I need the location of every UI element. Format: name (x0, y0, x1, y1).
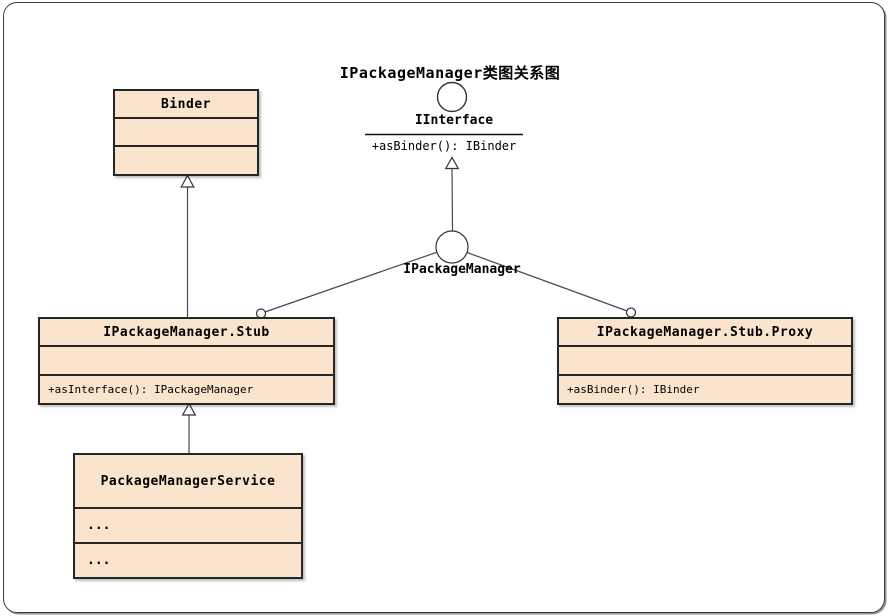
class-methods: ... (87, 553, 111, 568)
class-methods (115, 147, 257, 174)
iinterface-method: +asBinder(): IBinder (371, 139, 517, 153)
ipackagemanager-lollipop-circle-icon (435, 230, 469, 264)
class-name: IPackageManager.Stub.Proxy (559, 319, 851, 347)
class-box-ipackagemanager-stub-proxy: IPackageManager.Stub.Proxy +asBinder(): … (557, 317, 853, 405)
realization-line-ipackagemanager-to-proxy (451, 246, 631, 313)
class-name: PackageManagerService (75, 455, 301, 509)
class-attributes (559, 347, 851, 376)
diagram-title: IPackageManager类图关系图 (339, 64, 561, 82)
iinterface-lollipop-circle-icon (436, 81, 468, 113)
class-box-binder: Binder (113, 89, 259, 176)
generalization-arrowhead-icon (181, 402, 197, 416)
iinterface-name: IInterface (414, 113, 494, 128)
class-box-ipackagemanager-stub: IPackageManager.Stub +asInterface(): IPa… (38, 317, 335, 405)
class-box-packagemanagerservice: PackageManagerService ... ... (73, 453, 303, 579)
socket-circle-icon (625, 307, 637, 318)
class-attributes (115, 119, 257, 147)
class-attributes (40, 347, 333, 376)
class-name: IPackageManager.Stub (40, 319, 333, 347)
generalization-line-ipackagemanager-to-iinterface (451, 168, 454, 233)
class-attributes: ... (75, 509, 301, 544)
ipackagemanager-label: IPackageManager (403, 262, 521, 277)
generalization-arrowhead-icon (444, 156, 460, 170)
class-methods: +asInterface(): IPackageManager (48, 383, 254, 396)
class-methods: +asBinder(): IBinder (567, 383, 700, 396)
class-name: Binder (115, 91, 257, 119)
generalization-arrowhead-icon (180, 174, 195, 188)
realization-line-ipackagemanager-to-stub (261, 246, 453, 314)
